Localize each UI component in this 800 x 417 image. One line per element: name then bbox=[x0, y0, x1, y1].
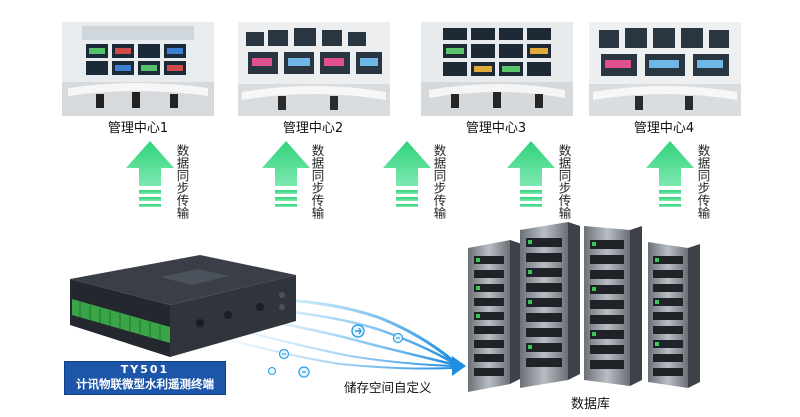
server-rack-icon-4 bbox=[648, 242, 700, 388]
arrow-up-icon-3 bbox=[383, 141, 431, 207]
control-room-photo-3 bbox=[421, 22, 573, 116]
database-servers bbox=[468, 222, 700, 392]
flow-arrowhead-icon bbox=[452, 356, 466, 376]
control-room-photo-4 bbox=[589, 22, 741, 116]
sync-label-5: 数据同步传输 bbox=[695, 144, 711, 219]
arrow-up-icon-1 bbox=[126, 141, 174, 207]
center-label-4: 管理中心4 bbox=[633, 121, 695, 136]
database-label: 数据库 bbox=[571, 397, 611, 412]
flow-circle-icons bbox=[267, 324, 404, 378]
server-rack-icon-1 bbox=[468, 240, 522, 392]
device-name: 计讯物联微型水利遥测终端 bbox=[76, 377, 214, 391]
server-rack-icon-2 bbox=[520, 222, 580, 388]
ty501-device bbox=[70, 255, 296, 357]
sync-label-4: 数据同步传输 bbox=[556, 144, 572, 219]
sync-label-2: 数据同步传输 bbox=[309, 144, 325, 219]
center-label-3: 管理中心3 bbox=[465, 121, 527, 136]
arrow-up-icon-4 bbox=[507, 141, 555, 207]
server-rack-icon-3 bbox=[584, 226, 642, 386]
control-room-photo-2 bbox=[238, 22, 390, 116]
arrow-up-icon-5 bbox=[646, 141, 694, 207]
sync-label-3: 数据同步传输 bbox=[431, 144, 447, 219]
arrow-up-icon-2 bbox=[262, 141, 310, 207]
control-room-photo-1 bbox=[62, 22, 214, 116]
center-label-2: 管理中心2 bbox=[282, 121, 344, 136]
device-model: TY501 bbox=[120, 363, 170, 376]
device-caption: TY501 计讯物联微型水利遥测终端 bbox=[64, 361, 226, 395]
sync-label-1: 数据同步传输 bbox=[174, 144, 190, 219]
storage-label: 储存空间自定义 bbox=[344, 380, 432, 395]
center-label-1: 管理中心1 bbox=[107, 121, 169, 136]
